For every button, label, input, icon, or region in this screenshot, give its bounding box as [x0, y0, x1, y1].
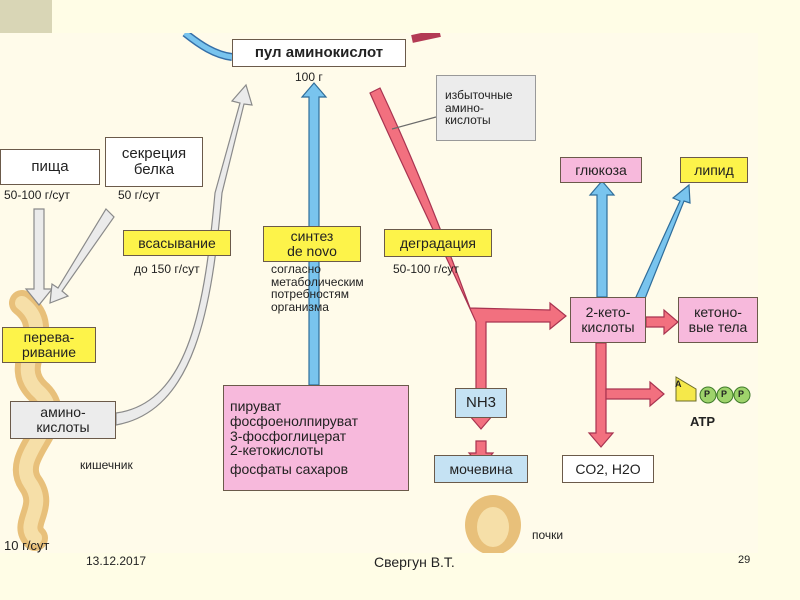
- atp-label: ATP: [690, 414, 716, 429]
- atp-p2-label: P: [721, 389, 728, 399]
- kidneys-label: почки: [532, 528, 564, 542]
- lipid-box: липид: [680, 157, 748, 183]
- food-box: пища: [0, 149, 100, 185]
- absorption-amount-label: до 150 г/сут: [134, 262, 200, 276]
- degradation-box: деградация: [384, 229, 492, 257]
- precursor-pyruvate: пируват: [230, 398, 282, 415]
- excess-line-3: кислоты: [445, 113, 491, 128]
- pool-amount-label: 100 г: [295, 70, 323, 84]
- amino-acid-pool-box: пул аминокислот: [232, 39, 406, 67]
- precursor-sugar-phosphates: фосфаты сахаров: [230, 461, 349, 478]
- footer-page-number: 29: [738, 554, 751, 566]
- excess-connector: [391, 116, 437, 130]
- degradation-amount-label: 50-100 г/сут: [393, 262, 459, 276]
- ketone-line-1: кетоно-: [694, 304, 742, 321]
- slide-corner-block: [0, 0, 52, 33]
- glucose-box: глюкоза: [560, 157, 642, 183]
- atp-molecule: [675, 376, 751, 404]
- synthesis-line-2: de novo: [287, 243, 337, 259]
- secretion-line-2: белка: [133, 161, 175, 178]
- amino-acids-line-1: амино-: [40, 404, 86, 421]
- excess-amino-acids-box: избыточные амино- кислоты: [436, 75, 536, 141]
- secretion-line-1: секреция: [121, 145, 187, 163]
- amino-acids-line-2: кислоты: [36, 419, 90, 435]
- synthesis-note-line-2: метаболическим: [271, 274, 364, 289]
- amino-acid-metabolism-diagram: A P P P пул аминокислот 100 г избыточные…: [0, 33, 758, 553]
- synthesis-note-line-4: организма: [271, 299, 329, 314]
- digestion-line-1: перева-: [23, 329, 75, 346]
- footer-author: Свергун В.Т.: [374, 554, 455, 570]
- digestion-box: перева- ривание: [2, 327, 96, 363]
- red-arrows: [369, 87, 679, 468]
- kidney-inner: [477, 507, 509, 547]
- excretion-amount-label: 10 г/сут: [4, 538, 50, 553]
- ketoacids-line-2: кислоты: [581, 319, 635, 335]
- absorption-box: всасывание: [123, 230, 231, 256]
- precursor-ketoacids: 2-кетокислоты: [230, 442, 324, 459]
- synthesis-note-line-1: согласно: [271, 262, 321, 276]
- intestine-amino-acids-box: амино- кислоты: [10, 401, 116, 439]
- intestine-label: кишечник: [80, 458, 133, 472]
- ketone-bodies-box: кетоно- вые тела: [678, 297, 758, 343]
- precursor-3pg: 3-фосфоглицерат: [230, 427, 347, 444]
- synthesis-note-line-3: потребностям: [271, 287, 350, 302]
- precursors-box: пируват фосфоенолпируват 3-фосфоглицерат…: [223, 385, 409, 491]
- footer-date: 13.12.2017: [86, 554, 147, 568]
- excess-line-1: избыточные: [445, 88, 513, 103]
- excess-line-2: амино-: [445, 100, 484, 115]
- urea-box: мочевина: [434, 455, 528, 483]
- ketone-line-2: вые тела: [688, 319, 748, 335]
- precursor-pep: фосфоенолпируват: [230, 412, 358, 429]
- ketoacids-line-1: 2-кето-: [585, 304, 631, 321]
- ketoacids-box: 2-кето- кислоты: [570, 297, 646, 343]
- de-novo-synthesis-box: синтез de novo: [263, 226, 361, 262]
- pink-arc-top: [411, 33, 441, 43]
- grey-arrows: [24, 83, 253, 426]
- co2-h2o-box: CO2, H2O: [562, 455, 654, 483]
- synthesis-line-1: синтез: [290, 228, 334, 245]
- atp-p1-label: P: [704, 389, 711, 399]
- synthesis-note: согласно метаболическим потребностям орг…: [271, 263, 364, 313]
- protein-secretion-box: секреция белка: [105, 137, 203, 187]
- atp-a-label: A: [675, 379, 682, 389]
- digestion-line-2: ривание: [21, 344, 76, 360]
- secretion-amount-label: 50 г/сут: [118, 188, 160, 202]
- atp-p3-label: P: [738, 389, 745, 399]
- ammonia-box: NH3: [455, 388, 507, 418]
- food-amount-label: 50-100 г/сут: [4, 188, 70, 202]
